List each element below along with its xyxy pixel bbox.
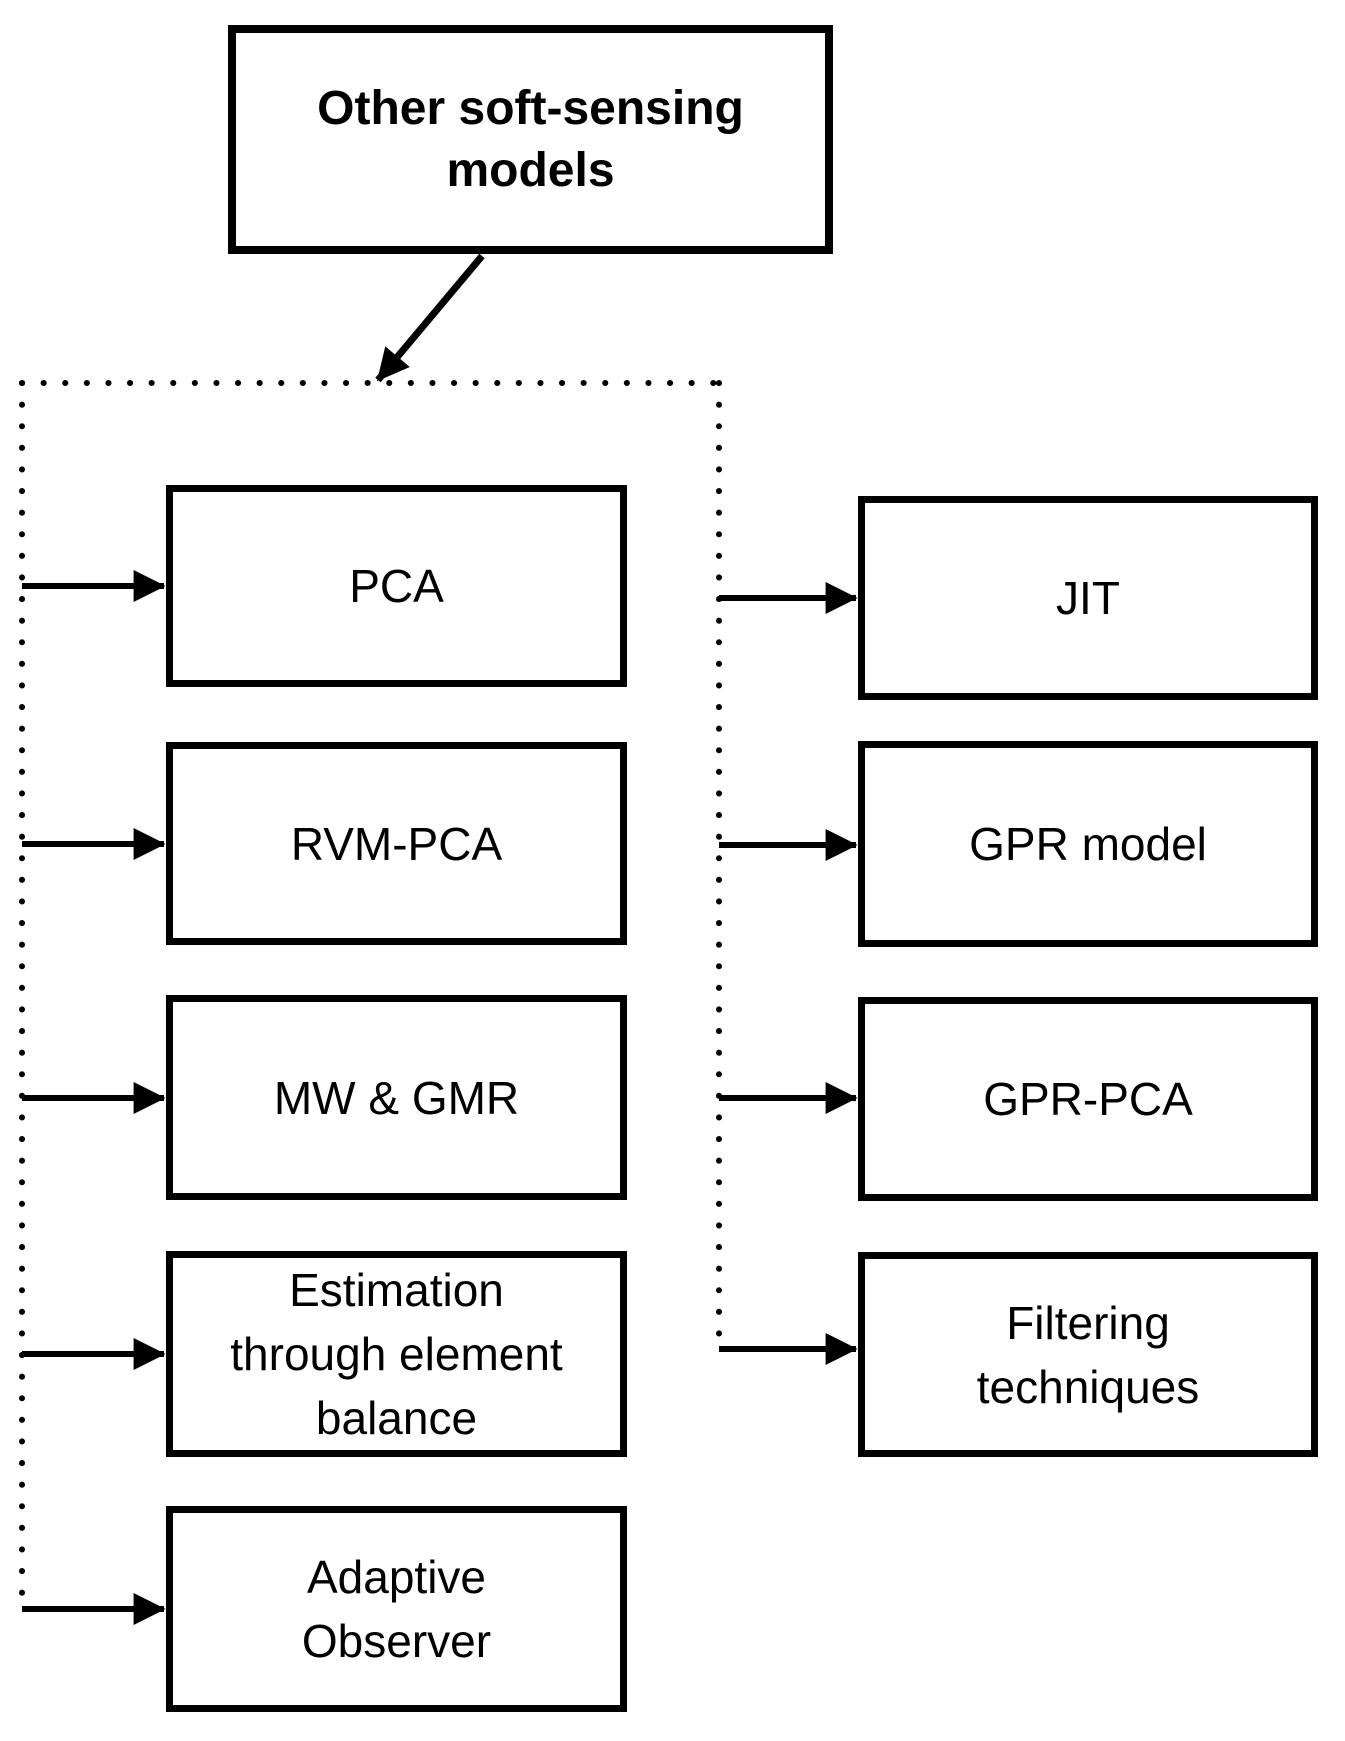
- box-estimation-element-balance-label: Estimation through element balance: [230, 1264, 563, 1444]
- box-rvm-pca: RVM-PCA: [166, 742, 627, 945]
- box-jit: JIT: [858, 496, 1318, 700]
- box-mw-gmr-label: MW & GMR: [273, 1071, 520, 1124]
- box-gpr-model-label: GPR model: [969, 818, 1207, 870]
- box-gpr-pca-label: GPR-PCA: [983, 1073, 1193, 1125]
- box-filtering-techniques-label: Filtering techniques: [976, 1296, 1200, 1413]
- box-adaptive-observer-label: Adaptive Observer: [301, 1551, 492, 1667]
- box-gpr-model: GPR model: [858, 741, 1318, 947]
- box-jit-label: JIT: [1056, 572, 1120, 624]
- title-box: Other soft-sensing models: [228, 25, 833, 254]
- box-estimation-element-balance: Estimation through element balance: [166, 1251, 627, 1457]
- box-gpr-pca: GPR-PCA: [858, 997, 1318, 1201]
- box-pca-label: PCA: [349, 560, 444, 612]
- box-pca: PCA: [166, 485, 627, 687]
- box-mw-gmr: MW & GMR: [166, 995, 627, 1200]
- box-rvm-pca-label: RVM-PCA: [290, 817, 503, 870]
- box-adaptive-observer: Adaptive Observer: [166, 1506, 627, 1712]
- title-box-label: Other soft-sensing models: [317, 81, 744, 197]
- box-filtering-techniques: Filtering techniques: [858, 1252, 1318, 1457]
- title-to-container-arrow: [375, 253, 485, 383]
